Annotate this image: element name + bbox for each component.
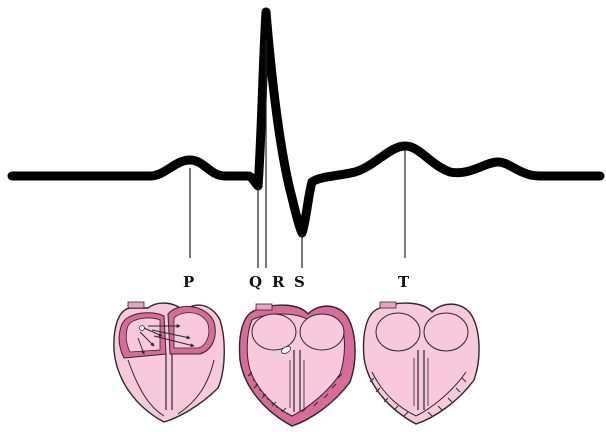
label-q: Q	[249, 273, 262, 291]
heart-ventricular-repolarization	[364, 302, 480, 424]
label-r: R	[272, 273, 285, 291]
ecg-trace	[12, 12, 600, 233]
heart-ventricular-depolarization	[240, 304, 356, 426]
label-t: T	[398, 273, 410, 291]
label-p: P	[183, 273, 194, 291]
heart-atrial-depolarization	[114, 302, 224, 422]
label-s: S	[294, 273, 305, 291]
